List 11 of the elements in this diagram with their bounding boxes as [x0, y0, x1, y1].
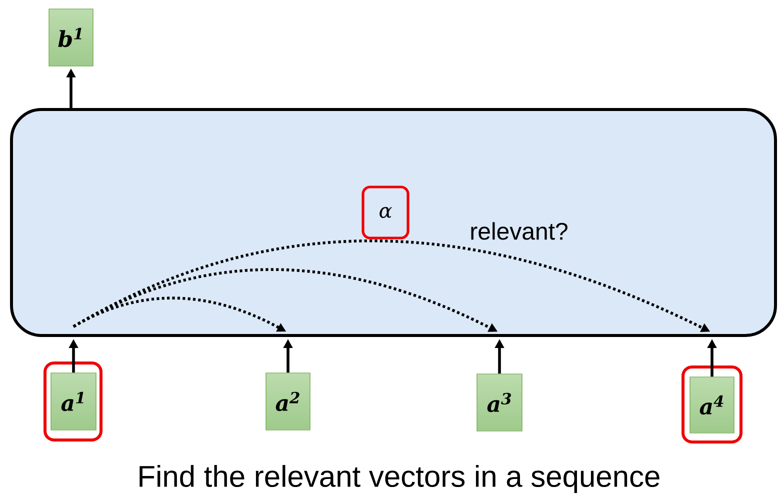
- caption: Find the relevant vectors in a sequence: [140, 465, 660, 493]
- vector-box: a$^{1}$: [50, 372, 96, 430]
- vector-box: a$^{3}$: [476, 374, 522, 432]
- highlight-frame: [44, 361, 102, 442]
- vector-box: b$^{1}$: [48, 8, 94, 66]
- vector-box: a$^{2}$: [266, 372, 310, 430]
- annotation-text: relevant?: [471, 222, 568, 240]
- highlight-frame: [682, 365, 742, 444]
- rounded-block: [10, 108, 777, 337]
- vector-box: a$^{4}$: [690, 376, 734, 434]
- score-box: α: [362, 186, 410, 240]
